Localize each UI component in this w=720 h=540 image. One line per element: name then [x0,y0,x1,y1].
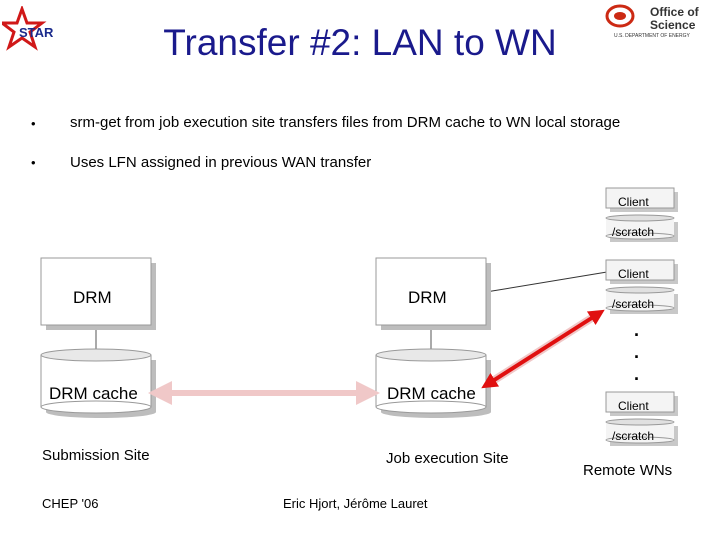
doe-swirl-icon [605,4,635,28]
footer-left: CHEP '06 [42,496,99,511]
job-cache-label: DRM cache [387,384,476,403]
submission-cache-label: DRM cache [49,384,138,403]
star-icon [2,6,47,51]
client-label: Client [618,399,649,413]
remote-wns-label: Remote WNs [583,462,673,479]
submission-cache-cylinder [40,348,156,418]
office-of-science-logo: Office of Science U.S. DEPARTMENT OF ENE… [605,4,700,39]
star-logo: STAR [2,6,54,51]
job-cache-cylinder [375,348,491,418]
scratch-label: /scratch [612,429,655,443]
client-group-3 [605,391,678,446]
bullet-dot-icon: • [31,155,36,170]
client-label: Client [618,267,649,281]
transfer-arrow [481,309,605,389]
ellipsis-dot: . [634,320,640,340]
ellipsis-dot: . [634,364,640,384]
client-label: Client [618,195,649,209]
slide-title: Transfer #2: LAN to WN [163,22,557,63]
job-execution-site-label: Job execution Site [386,450,509,467]
star-logo-text: STAR [19,25,54,40]
job-drm-box [375,257,491,330]
client-group-2 [605,259,678,314]
job-drm-label: DRM [408,288,447,307]
client-group-1 [605,187,678,242]
submission-drm-box [40,257,156,330]
svg-text:U.S. DEPARTMENT OF ENERGY: U.S. DEPARTMENT OF ENERGY [614,33,691,39]
drm-to-client-line [485,271,608,293]
footer-authors: Eric Hjort, Jérôme Lauret [283,496,428,511]
scratch-label: /scratch [612,225,655,239]
bullet-1: srm-get from job execution site transfer… [70,114,621,131]
bullet-dot-icon: • [31,116,36,131]
scratch-label: /scratch [612,297,655,311]
svg-text:Office of: Office of [650,5,700,19]
bullet-2: Uses LFN assigned in previous WAN transf… [70,154,372,171]
submission-drm-label: DRM [73,288,112,307]
svg-text:Science: Science [650,18,696,32]
submission-site-label: Submission Site [42,447,150,464]
ellipsis-dot: . [634,342,640,362]
